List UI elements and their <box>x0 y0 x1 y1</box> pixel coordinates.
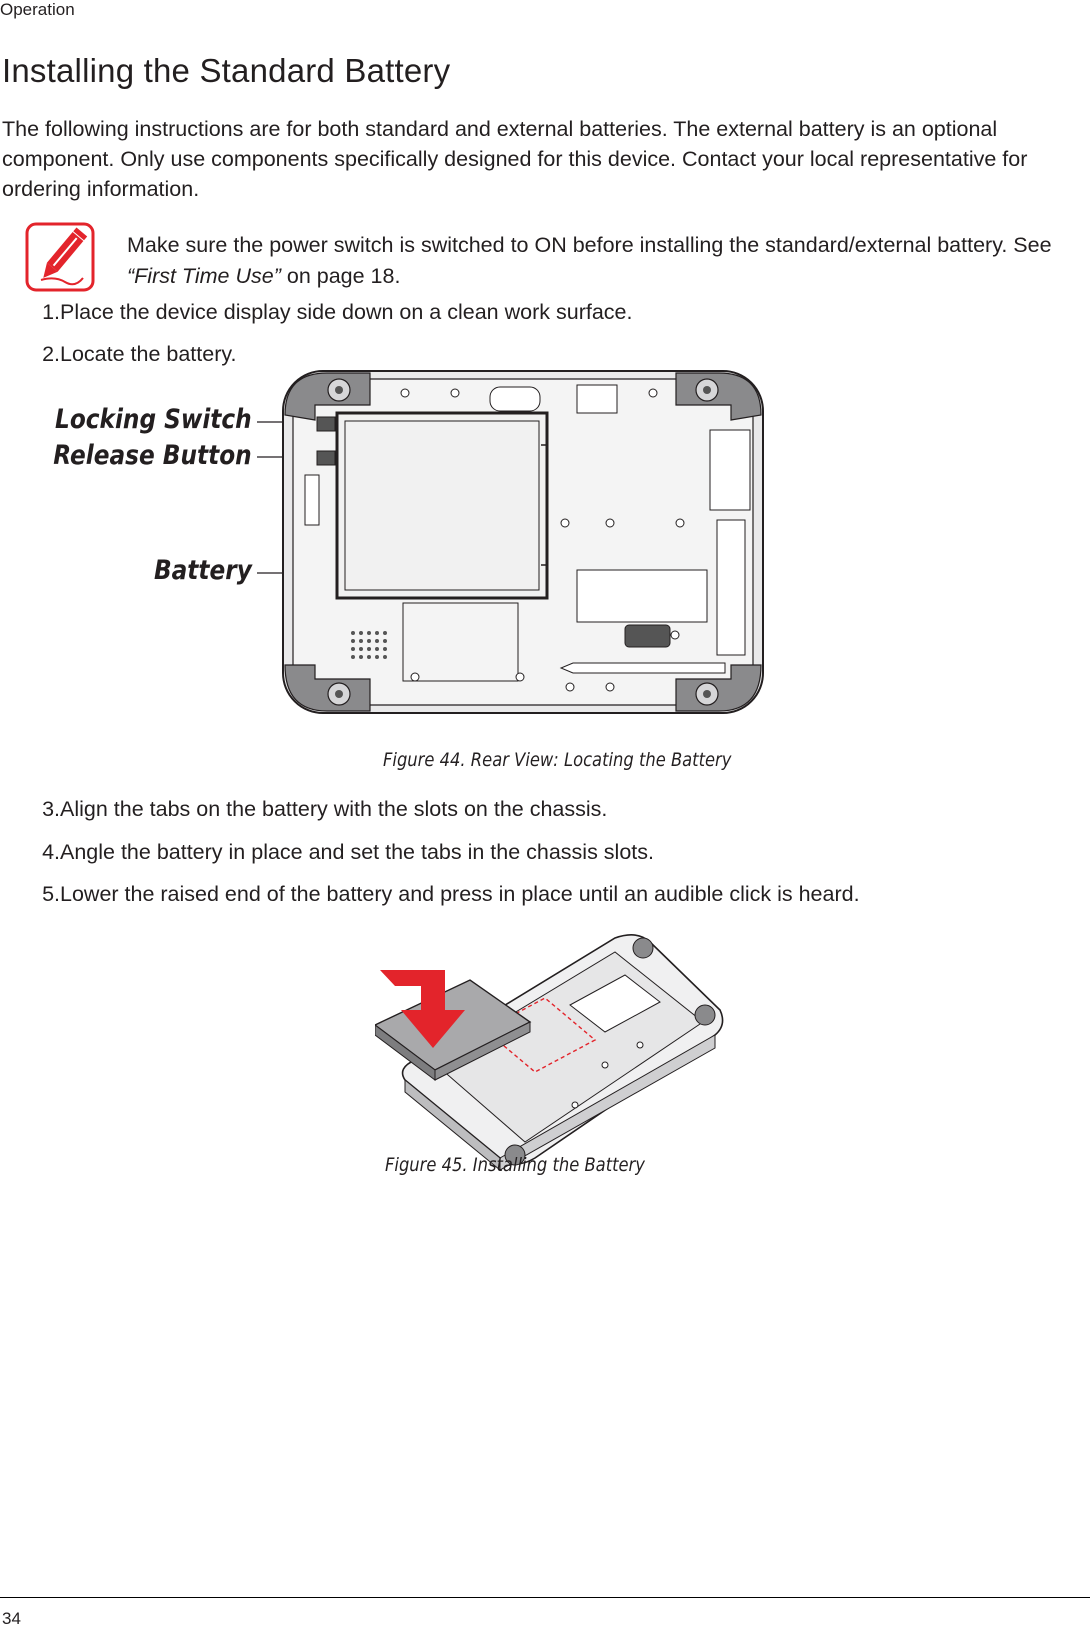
callout-locking-switch: Locking Switch <box>55 404 252 435</box>
cross-reference-link[interactable]: “First Time Use” <box>127 264 281 288</box>
note-text: Make sure the power switch is switched t… <box>127 233 1052 288</box>
installing-battery-illustration <box>373 930 735 1175</box>
figure-45-caption: Figure 45. Installing the Battery <box>385 1154 645 1176</box>
step-item: 3.Align the tabs on the battery with the… <box>42 797 608 821</box>
step-item: 5.Lower the raised end of the battery an… <box>42 882 860 906</box>
figure-44-caption: Figure 44. Rear View: Locating the Batte… <box>383 749 732 771</box>
footer-divider <box>0 1597 1090 1598</box>
step-item: 1.Place the device display side down on … <box>42 300 633 324</box>
step-item: 2.Locate the battery. <box>42 342 237 366</box>
callout-release-button: Release Button <box>53 440 252 471</box>
callout-battery: Battery <box>154 555 252 586</box>
running-header: Operation <box>0 0 75 19</box>
page-number: 34 <box>2 1609 21 1628</box>
section-title: Installing the Standard Battery <box>2 52 451 89</box>
rear-view-device-illustration <box>255 365 795 725</box>
pencil-note-icon <box>25 222 95 292</box>
step-item: 4.Angle the battery in place and set the… <box>42 840 654 864</box>
intro-paragraph: The following instructions are for both … <box>2 117 1028 201</box>
